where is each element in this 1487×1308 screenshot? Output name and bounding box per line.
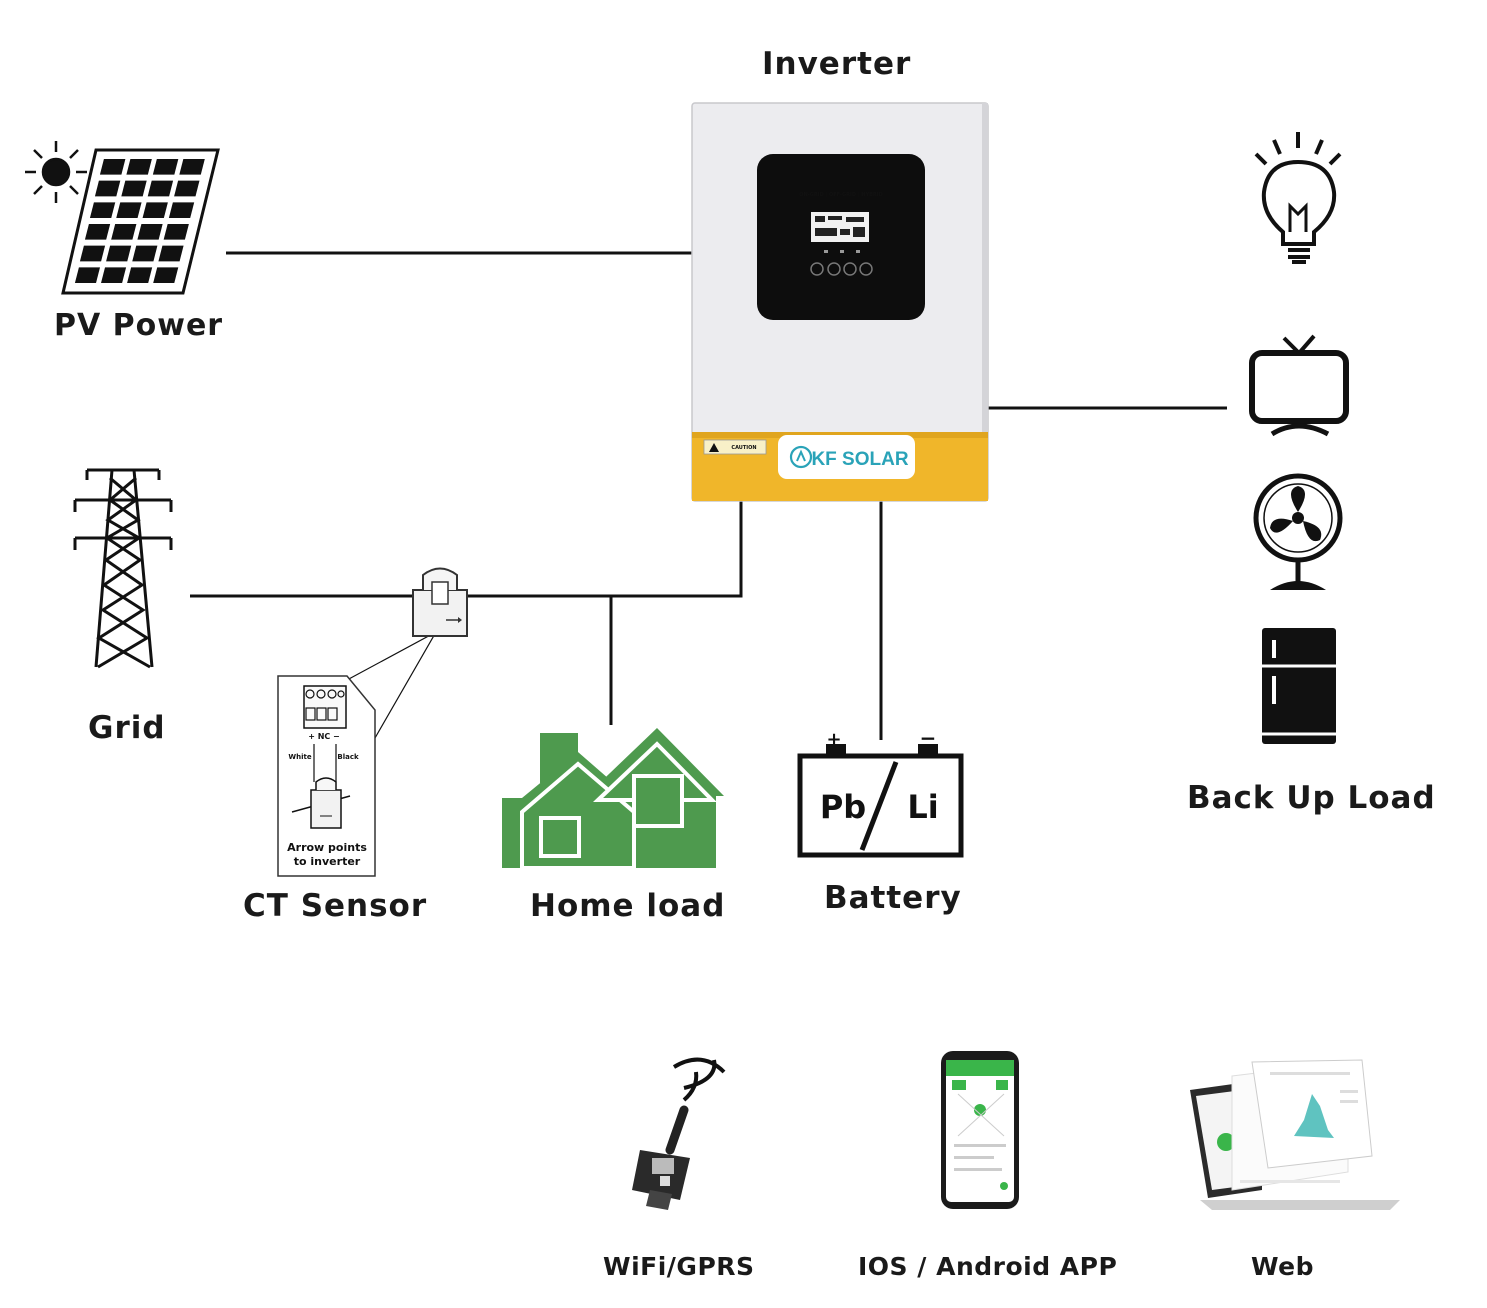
ct-nc-label: + NC − [308, 732, 340, 741]
solar-panel-icon [61, 148, 220, 295]
fridge-icon [1262, 628, 1336, 744]
brand-name: KF SOLAR [811, 449, 908, 470]
ct-sensor-label: CT Sensor [243, 888, 428, 924]
battery-icon: + − Pb Li [797, 726, 964, 858]
web-label: Web [1251, 1252, 1315, 1281]
home-load-label: Home load [530, 888, 726, 924]
connection-lines [190, 251, 1227, 740]
brand-badge: KF SOLAR [778, 435, 915, 479]
inverter-unit: ON-GRID | OFF-GRID | HYBRID CAUTION KF S… [691, 102, 989, 502]
ct-arrow-line1: Arrow points [287, 841, 367, 854]
laptop-icon [1190, 1059, 1400, 1210]
caution-sticker: CAUTION [703, 439, 767, 455]
wifi-gprs-label: WiFi/GPRS [603, 1252, 755, 1281]
inverter-mode-text: ON-GRID | OFF-GRID | HYBRID [799, 192, 883, 198]
ct-black-label: Black [337, 753, 359, 761]
battery-li: Li [907, 788, 938, 826]
transmission-tower-icon [73, 468, 173, 669]
sun-icon [25, 141, 87, 203]
ct-arrow-line2: to inverter [294, 855, 361, 868]
battery-plus: + [826, 729, 841, 750]
fan-icon [1253, 473, 1343, 590]
ct-detail-box: + NC − White Black Arrow points to inver… [277, 675, 376, 877]
house-icon [502, 728, 724, 870]
pv-power-label: PV Power [54, 308, 224, 343]
battery-minus: − [920, 726, 937, 750]
ct-white-label: White [288, 753, 311, 761]
ct-clamp-icon [412, 567, 468, 637]
battery-pb: Pb [820, 788, 866, 826]
svg-text:CAUTION: CAUTION [731, 445, 756, 451]
grid-label: Grid [88, 710, 166, 746]
wifi-dongle-icon [632, 1057, 726, 1210]
battery-label: Battery [824, 880, 962, 916]
app-label: IOS / Android APP [858, 1252, 1118, 1281]
light-bulb-icon [1254, 132, 1342, 264]
smartphone-icon [941, 1051, 1019, 1209]
tv-icon [1249, 334, 1349, 437]
back-up-load-label: Back Up Load [1187, 780, 1436, 816]
inverter-label: Inverter [762, 46, 912, 82]
